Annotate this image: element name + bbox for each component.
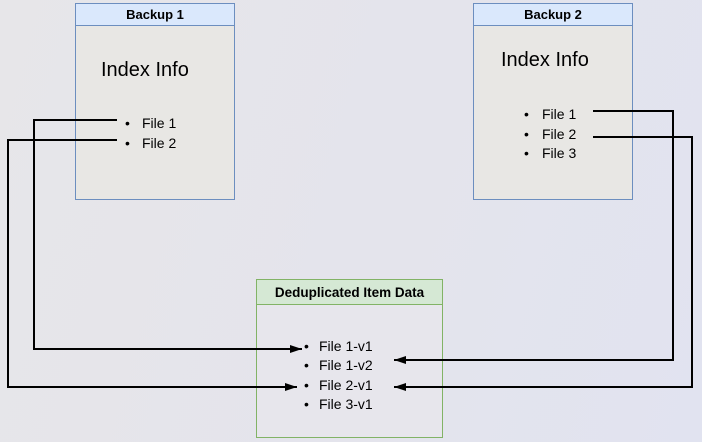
bullet-icon: • (524, 125, 529, 142)
backup1-box: Backup 1 Index Info • File 1 • File 2 (75, 3, 235, 200)
file-item: • File 1 (474, 105, 632, 125)
file-item-label: File 1 (542, 106, 577, 122)
dedup-file-list: • File 1-v1 • File 1-v2 • File 2-v1 • File 3… (257, 337, 442, 414)
bullet-icon: • (125, 135, 130, 151)
file-item: • File 2 (76, 133, 234, 153)
file-item-label: File 1 (142, 115, 177, 131)
bullet-icon: • (304, 338, 309, 354)
file-item: • File 1-v2 (257, 356, 442, 375)
bullet-icon: • (304, 395, 309, 412)
file-item: • File 2 (474, 125, 632, 145)
backup1-file-list: • File 1 • File 2 (76, 113, 234, 153)
backup2-file-list: • File 1 • File 2 • File 3 (474, 105, 632, 164)
file-item: • File 1-v1 (257, 337, 442, 356)
bullet-icon: • (524, 145, 529, 161)
file-item-label: File 3 (542, 145, 577, 161)
file-item-label: File 2 (542, 125, 577, 142)
backup2-index-info-label: Index Info (501, 49, 589, 71)
file-item-label: File 3-v1 (319, 395, 373, 412)
backup1-title: Backup 1 (76, 4, 234, 26)
file-item-label: File 2 (142, 135, 177, 151)
bullet-icon: • (524, 106, 529, 122)
bullet-icon: • (304, 357, 309, 374)
backup1-index-info-label: Index Info (101, 59, 189, 81)
bullet-icon: • (304, 376, 309, 393)
dedup-title: Deduplicated Item Data (257, 280, 442, 305)
deduplicated-item-data-box: Deduplicated Item Data • File 1-v1 • File … (256, 279, 443, 438)
file-item: • File 2-v1 (257, 376, 442, 395)
backup2-title: Backup 2 (474, 4, 632, 26)
file-item: • File 3 (474, 144, 632, 164)
file-item-label: File 1-v2 (319, 357, 373, 374)
bullet-icon: • (125, 115, 130, 131)
file-item: • File 1 (76, 113, 234, 133)
file-item: • File 3-v1 (257, 395, 442, 414)
file-item-label: File 1-v1 (319, 338, 373, 354)
file-item-label: File 2-v1 (319, 376, 373, 393)
backup2-box: Backup 2 Index Info • File 1 • File 2 • Fil… (473, 3, 633, 200)
